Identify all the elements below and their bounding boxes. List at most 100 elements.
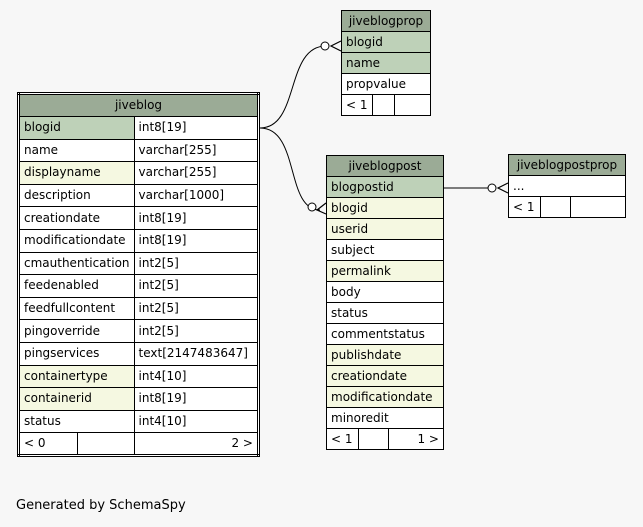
table-row: permalink (326, 260, 444, 282)
column-type: varchar[255] (133, 161, 260, 185)
table-row: blogid (326, 197, 444, 219)
table-footer: < 1 (508, 196, 626, 218)
column-name: body (326, 281, 444, 303)
table-row: status (326, 302, 444, 324)
table-row: minoredit (326, 407, 444, 429)
column-name: containertype (18, 364, 135, 389)
link-jiveblog-jiveblogpost (259, 127, 321, 211)
table-row: subject (326, 239, 444, 261)
table-row: userid (326, 218, 444, 240)
table-row: creationdate (326, 365, 444, 387)
table-footer: < 0 2 > (18, 432, 260, 457)
column-name: modificationdate (18, 228, 135, 253)
column-name: name (18, 138, 135, 163)
table-row: propvalue (341, 73, 431, 95)
table-title: jiveblogpostprop (508, 154, 626, 176)
column-type: int8[19] (133, 116, 260, 140)
column-name: status (18, 409, 135, 434)
column-name: creationdate (326, 365, 444, 387)
column-name: pingoverride (18, 319, 135, 343)
footer-left: < 1 (326, 428, 359, 450)
table-row: blogid (341, 31, 431, 53)
column-name: ... (508, 175, 626, 197)
footer-left: < 0 (18, 432, 78, 457)
table-footer: < 1 1 > (326, 428, 444, 450)
table-jiveblogpostprop: jiveblogpostprop ... < 1 (508, 154, 626, 218)
column-name: feedfullcontent (18, 296, 135, 321)
column-name: permalink (326, 260, 444, 282)
footer-right (393, 94, 432, 116)
column-type: varchar[1000] (133, 183, 260, 208)
column-name: commentstatus (326, 323, 444, 345)
column-type: int4[10] (133, 364, 260, 389)
column-name: publishdate (326, 344, 444, 366)
table-row: name (341, 52, 431, 74)
table-footer: < 1 (341, 94, 432, 116)
table-title: jiveblog (18, 93, 259, 117)
crowfoot-zero-icon (487, 183, 497, 193)
table-row: modificationdate (326, 386, 444, 408)
column-name: pingservices (18, 341, 135, 366)
footer-right: 2 > (133, 432, 260, 457)
footer-right (570, 196, 626, 218)
column-type: int8[19] (133, 387, 260, 411)
column-name: creationdate (18, 206, 135, 230)
table-row: publishdate (326, 344, 444, 366)
column-name: description (18, 183, 135, 208)
column-type: int8[19] (133, 228, 260, 253)
crowfoot-many-icon (329, 40, 342, 52)
table-row: commentstatus (326, 323, 444, 345)
crowfoot-many-icon (315, 202, 327, 215)
column-type: int2[5] (133, 251, 260, 276)
column-name: cmauthentication (18, 251, 135, 276)
footer-mid (540, 196, 571, 218)
column-name: name (341, 52, 431, 74)
column-name: subject (326, 239, 444, 261)
table-row: body (326, 281, 444, 303)
generated-by-footer: Generated by SchemaSpy (16, 498, 186, 513)
column-name: minoredit (326, 407, 444, 429)
footer-left: < 1 (341, 94, 373, 116)
footer-mid (371, 94, 395, 116)
column-name: userid (326, 218, 444, 240)
column-name: feedenabled (18, 274, 135, 298)
column-name: containerid (18, 387, 135, 411)
column-name: displayname (18, 161, 135, 185)
column-name: blogpostid (326, 176, 444, 198)
column-name: blogid (326, 197, 444, 219)
column-name: propvalue (341, 73, 431, 95)
column-type: int2[5] (133, 274, 260, 298)
table-title: jiveblogprop (341, 10, 431, 32)
footer-mid (76, 432, 135, 457)
table-row: ... (508, 175, 626, 197)
crowfoot-zero-icon (307, 202, 317, 212)
crowfoot-zero-icon (320, 41, 330, 51)
table-row: blogpostid (326, 176, 444, 198)
footer-right: 1 > (388, 428, 444, 450)
column-type: int8[19] (133, 206, 260, 230)
crowfoot-many-icon (496, 182, 509, 194)
table-title: jiveblogpost (326, 155, 444, 177)
column-name: blogid (18, 116, 135, 140)
footer-mid (358, 428, 389, 450)
column-name: status (326, 302, 444, 324)
column-name: modificationdate (326, 386, 444, 408)
